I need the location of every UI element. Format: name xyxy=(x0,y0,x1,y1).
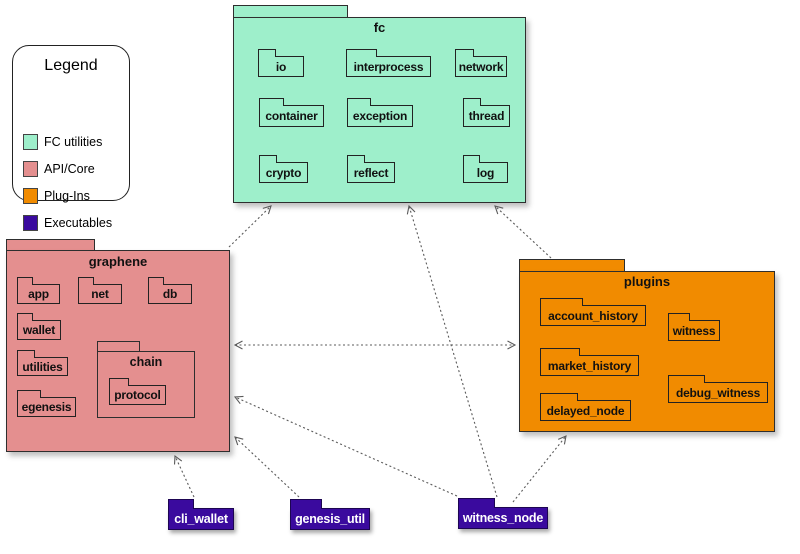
folder-thread: thread xyxy=(462,98,510,127)
legend-swatch-plug-ins xyxy=(23,187,38,204)
package-chain-tab xyxy=(97,341,140,351)
executable-genesis_util: genesis_util xyxy=(289,499,370,530)
edge-graphene-fc xyxy=(228,205,272,248)
legend-title: Legend xyxy=(44,57,98,74)
legend-item-api-core: API/Core xyxy=(23,160,95,177)
executable-cli_wallet: cli_wallet xyxy=(167,499,234,530)
folder-log: log xyxy=(462,155,508,183)
folder-crypto: crypto xyxy=(258,155,308,183)
folder-tab xyxy=(462,98,481,106)
legend-label: FC utilities xyxy=(44,134,103,149)
folder-tab xyxy=(108,378,129,386)
folder-tab xyxy=(457,498,495,508)
package-plugins-title: plugins xyxy=(623,274,671,289)
legend-label: API/Core xyxy=(44,161,95,176)
folder-tab xyxy=(289,499,322,509)
legend-item-plug-ins: Plug-Ins xyxy=(23,187,90,204)
folder-container: container xyxy=(258,98,324,127)
folder-tab xyxy=(16,390,41,398)
folder-interprocess: interprocess xyxy=(345,49,431,77)
executable-witness_node: witness_node xyxy=(457,498,548,529)
folder-tab xyxy=(257,49,276,57)
folder-tab xyxy=(258,155,277,163)
folder-account_history: account_history xyxy=(539,298,646,326)
folder-utilities: utilities xyxy=(16,350,68,376)
legend: Legend FC utilities API/Core Plug-Ins Ex… xyxy=(12,45,130,231)
folder-witness: witness xyxy=(667,313,720,341)
edge-witness_node-plugins xyxy=(512,435,567,503)
folder-net: net xyxy=(77,277,122,304)
legend-item-fc-utilities: FC utilities xyxy=(23,133,102,150)
folder-app: app xyxy=(16,277,60,304)
package-chain-title: chain xyxy=(129,355,163,369)
folder-tab xyxy=(77,277,94,285)
folder-tab xyxy=(346,98,371,106)
legend-swatch-fc-utilities xyxy=(23,133,38,150)
folder-tab xyxy=(462,155,480,163)
edge-witness_node-fc xyxy=(406,204,498,498)
folder-tab xyxy=(167,499,194,509)
folder-debug_witness: debug_witness xyxy=(667,375,768,403)
folder-tab xyxy=(539,348,580,356)
package-fc-title: fc xyxy=(373,20,386,35)
package-fc-tab xyxy=(233,5,348,17)
edge-plugins-fc xyxy=(494,205,552,259)
package-plugins-tab xyxy=(519,259,625,271)
edge-genesis_util-graphene xyxy=(234,436,300,498)
folder-tab xyxy=(346,155,365,163)
folder-io: io xyxy=(257,49,304,77)
folder-tab xyxy=(147,277,164,285)
folder-exception: exception xyxy=(346,98,413,127)
legend-swatch-api-core xyxy=(23,160,38,177)
package-graphene-title: graphene xyxy=(88,254,148,269)
folder-tab xyxy=(454,49,474,57)
folder-network: network xyxy=(454,49,507,77)
folder-protocol: protocol xyxy=(108,378,166,405)
folder-wallet: wallet xyxy=(16,313,61,340)
folder-tab xyxy=(539,298,583,306)
legend-item-executables: Executables xyxy=(23,214,112,231)
legend-swatch-executables xyxy=(23,214,38,231)
folder-tab xyxy=(345,49,377,57)
folder-tab xyxy=(16,350,35,358)
folder-tab xyxy=(667,313,690,321)
folder-tab xyxy=(667,375,705,383)
package-graphene-tab xyxy=(6,239,95,250)
legend-label: Plug-Ins xyxy=(44,188,90,203)
folder-egenesis: egenesis xyxy=(16,390,76,417)
folder-tab xyxy=(539,393,578,401)
folder-tab xyxy=(16,313,33,321)
folder-tab xyxy=(258,98,284,106)
folder-tab xyxy=(16,277,33,285)
edge-witness_node-graphene xyxy=(233,395,458,497)
folder-market_history: market_history xyxy=(539,348,639,376)
folder-reflect: reflect xyxy=(346,155,395,183)
folder-db: db xyxy=(147,277,192,304)
edge-cli_wallet-graphene xyxy=(173,454,195,498)
folder-delayed_node: delayed_node xyxy=(539,393,631,421)
legend-label: Executables xyxy=(44,215,113,230)
